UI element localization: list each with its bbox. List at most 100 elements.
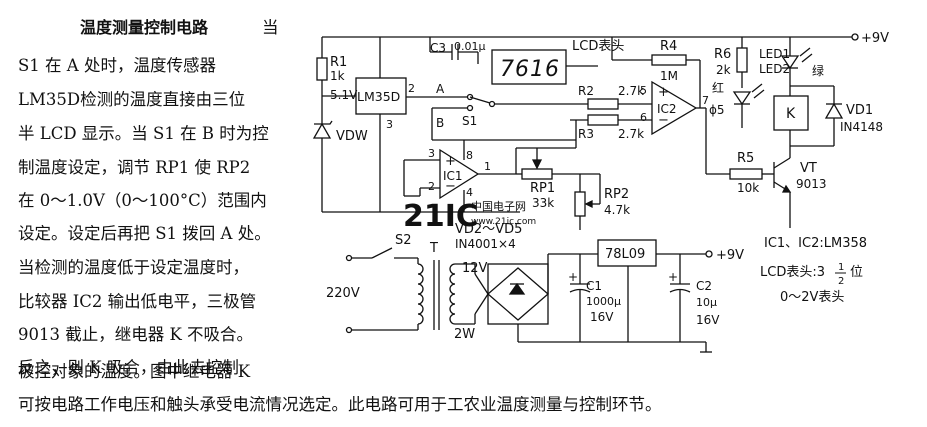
article-line: 在 0～1.0V（0～100°C）范围内 (18, 191, 267, 210)
ic2-comparator: 5 6 + − IC2 7 ϕ5 (640, 80, 725, 136)
led-green-label: 绿 (812, 63, 824, 78)
s2-label: S2 (395, 233, 412, 248)
article-line: 被控对象的温度。图中继电器 K (18, 362, 251, 381)
bridge-label: VD2～VD5 (455, 222, 522, 237)
lcd-note: LCD表头:3 (760, 265, 825, 280)
ic2-label: IC2 (657, 102, 677, 116)
rp2-potentiometer: RP2 4.7k (574, 173, 630, 230)
s2-switch: S2 220V (326, 233, 418, 334)
led1-label: LED1 (759, 47, 790, 61)
article-line: 制温度设定，调节 RP1 使 RP2 (18, 158, 251, 177)
article-line: 当 (262, 18, 279, 37)
lcd-display: 7616 LCD表头 (491, 39, 624, 85)
c1-value: 1000μ (586, 295, 621, 308)
c1-capacitor: + C1 1000μ 16V (548, 253, 621, 342)
ic1-pin4: 4 (466, 186, 473, 199)
ic1-label: IC1 (443, 169, 463, 183)
s1-switch: A B S1 (431, 82, 496, 140)
supply-rail: +9V (322, 31, 889, 46)
lcd-note-suffix: 位 (850, 265, 863, 280)
article-line: 9013 截止，继电器 K 不吸合。 (18, 325, 254, 344)
ic1-pin3: 3 (428, 147, 435, 160)
s1-label: S1 (462, 114, 477, 128)
vd1-part: IN4148 (840, 120, 883, 134)
zener-voltage: 5.1V (330, 88, 358, 102)
transformer-watt: 2W (454, 327, 475, 342)
vt-transistor: VT 9013 (773, 146, 827, 228)
regulator-78l09: 78L09 +9V (597, 239, 744, 342)
r2-label: R2 (578, 84, 594, 98)
node-a-label: A (436, 82, 445, 96)
ic1-plus: + (445, 154, 456, 169)
r3-resistor: R3 2.7k (570, 114, 652, 148)
r6-label: R6 (714, 47, 731, 62)
ic2-pin5: 5 (640, 84, 647, 97)
article-line: 比较器 IC2 输出低电平，三极管 (18, 292, 257, 311)
rp2-value: 4.7k (604, 203, 630, 217)
psu-ground (518, 341, 712, 353)
vt-label: VT (800, 161, 817, 176)
vdw-label: VDW (336, 129, 368, 144)
vd1-label: VD1 (846, 103, 873, 118)
lcd-note-num: 1 (838, 262, 844, 273)
ic2-minus: − (658, 113, 669, 128)
article-line: 当检测的温度低于设定温度时， (18, 258, 249, 277)
led1: LED1 绿 (759, 37, 824, 86)
vd1-diode: VD1 IN4148 (824, 86, 883, 146)
ic1-minus: − (445, 179, 456, 194)
lcd-digits: 7616 (500, 57, 560, 82)
mains-label: 220V (326, 286, 360, 301)
ic2-pin7: 7 (702, 94, 709, 107)
r4-resistor: R4 1M (611, 37, 701, 108)
bridge-part: IN4001×4 (455, 237, 516, 251)
bridge-rectifier (455, 254, 549, 342)
relay-label: K (786, 106, 796, 122)
transformer-t: T 2W 12V VD2～VD5 IN4001×4 (417, 222, 522, 342)
c2-voltage: 16V (696, 313, 720, 327)
r1-label: R1 (330, 55, 347, 70)
article-line: S1 在 A 处时，温度传感器 (18, 56, 216, 75)
r4-value: 1M (660, 69, 678, 83)
r5-value: 10k (737, 181, 759, 195)
rp1-label: RP1 (530, 181, 555, 196)
ic2-plus: + (658, 85, 669, 100)
r4-label: R4 (660, 39, 677, 54)
lm35d-pin2: 2 (408, 82, 415, 95)
supply-psu-label: +9V (716, 248, 744, 263)
ic-note: IC1、IC2:LM358 (764, 236, 867, 251)
transformer-label: T (429, 241, 438, 256)
c3-value: 0.01μ (454, 40, 486, 53)
regulator-label: 78L09 (605, 247, 645, 262)
rp1-value: 33k (532, 196, 554, 210)
svg-text:+: + (568, 270, 578, 284)
led2-label: LED2 (759, 62, 790, 76)
r3-label: R3 (578, 127, 594, 141)
c1-label: C1 (586, 279, 602, 293)
c2-capacitor: + C2 10μ 16V (668, 254, 720, 342)
watermark-url: www.21ic.com (471, 217, 536, 227)
c1-voltage: 16V (590, 310, 614, 324)
r5-resistor: R5 10k (705, 108, 774, 195)
article-line: 半 LCD 显示。当 S1 在 B 时为控 (18, 124, 269, 143)
article-line: LM35D检测的温度直接由三位 (18, 90, 246, 109)
vdw-zener: VDW (312, 117, 368, 178)
ic1-pin1: 1 (484, 160, 491, 173)
node-b-label: B (436, 116, 444, 130)
watermark: 21IC 中国电子网 www.21ic.com (403, 199, 536, 234)
article-title: 温度测量控制电路 (80, 18, 209, 37)
lm35d-label: LM35D (357, 89, 400, 104)
r6-resistor: R6 2k (714, 37, 748, 88)
ic1-pin2: 2 (428, 180, 435, 193)
rp1-potentiometer: RP1 33k (515, 147, 580, 210)
phi5-label: ϕ5 (709, 103, 725, 117)
lm35d-sensor: LM35D 3 2 (322, 37, 468, 140)
article-line: 反之，则 K 吸合，由此去控制 (18, 358, 239, 377)
c2-value: 10μ (696, 296, 717, 309)
r2-resistor: R2 2.7k (494, 84, 652, 110)
r2-value: 2.7k (618, 84, 644, 98)
ic2-pin6: 6 (640, 111, 647, 124)
r1-value: 1k (330, 69, 345, 83)
notes: IC1、IC2:LM358 LCD表头:3 1 2 位 0～2V表头 (760, 236, 867, 305)
c2-label: C2 (696, 279, 712, 293)
